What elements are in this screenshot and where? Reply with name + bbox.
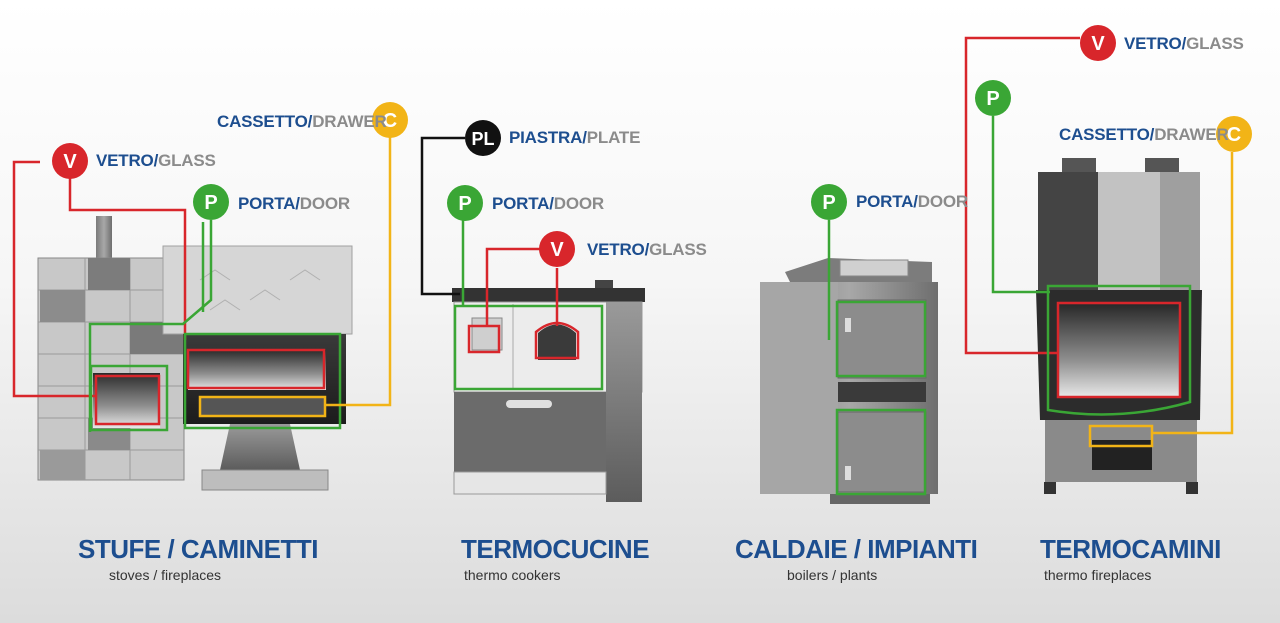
category-title: CALDAIE / IMPIANTI [735, 534, 977, 564]
category-subtitle: boilers / plants [787, 566, 877, 584]
label-english: DRAWER [312, 112, 386, 131]
category-subtitle: thermo cookers [464, 566, 560, 584]
label-english: PLATE [587, 128, 640, 147]
door-badge: P [193, 184, 229, 220]
glass-label: VETRO/GLASS [96, 151, 216, 171]
label-english: GLASS [649, 240, 707, 259]
label-italian: CASSETTO [217, 112, 308, 131]
drawer-label: CASSETTO/DRAWER [1059, 125, 1229, 145]
door-badge: P [811, 184, 847, 220]
category-title: TERMOCAMINI [1040, 534, 1221, 564]
glass-badge: V [1080, 25, 1116, 61]
label-english: GLASS [1186, 34, 1244, 53]
label-english: DOOR [918, 192, 968, 211]
label-italian: PIASTRA [509, 128, 582, 147]
glass-label: VETRO/GLASS [587, 240, 707, 260]
label-italian: PORTA [856, 192, 913, 211]
svg-text:P: P [458, 193, 471, 215]
door-label: PORTA/DOOR [856, 192, 968, 212]
plate-label: PIASTRA/PLATE [509, 128, 640, 148]
label-italian: VETRO [1124, 34, 1182, 53]
drawer-label: CASSETTO/DRAWER [217, 112, 387, 132]
label-italian: VETRO [587, 240, 645, 259]
svg-text:P: P [822, 192, 835, 214]
label-italian: VETRO [96, 151, 154, 170]
thermo-fireplace-illustration [1036, 158, 1202, 494]
label-italian: CASSETTO [1059, 125, 1150, 144]
category-subtitle: stoves / fireplaces [109, 566, 221, 584]
category-subtitle: thermo fireplaces [1044, 566, 1151, 584]
door-badge: P [975, 80, 1011, 116]
glass-badge: V [52, 143, 88, 179]
door-badge: P [447, 185, 483, 221]
glass-badge: V [539, 231, 575, 267]
label-english: DOOR [554, 194, 604, 213]
glass-label: VETRO/GLASS [1124, 34, 1244, 54]
label-english: DOOR [300, 194, 350, 213]
category-title: STUFE / CAMINETTI [78, 534, 318, 564]
svg-text:V: V [1091, 33, 1105, 55]
plate-badge: PL [465, 120, 501, 156]
thermo-cooker-illustration [452, 280, 645, 502]
label-italian: PORTA [238, 194, 295, 213]
door-label: PORTA/DOOR [238, 194, 350, 214]
label-english: GLASS [158, 151, 216, 170]
svg-text:C: C [1227, 124, 1241, 146]
svg-text:V: V [63, 151, 77, 173]
svg-text:P: P [204, 192, 217, 214]
door-label: PORTA/DOOR [492, 194, 604, 214]
svg-text:V: V [550, 239, 564, 261]
category-title: TERMOCUCINE [461, 534, 649, 564]
boiler-illustration [760, 258, 938, 504]
stove-fireplace-illustration [38, 216, 352, 490]
label-italian: PORTA [492, 194, 549, 213]
svg-text:P: P [986, 88, 999, 110]
label-english: DRAWER [1154, 125, 1228, 144]
svg-text:PL: PL [471, 129, 494, 149]
